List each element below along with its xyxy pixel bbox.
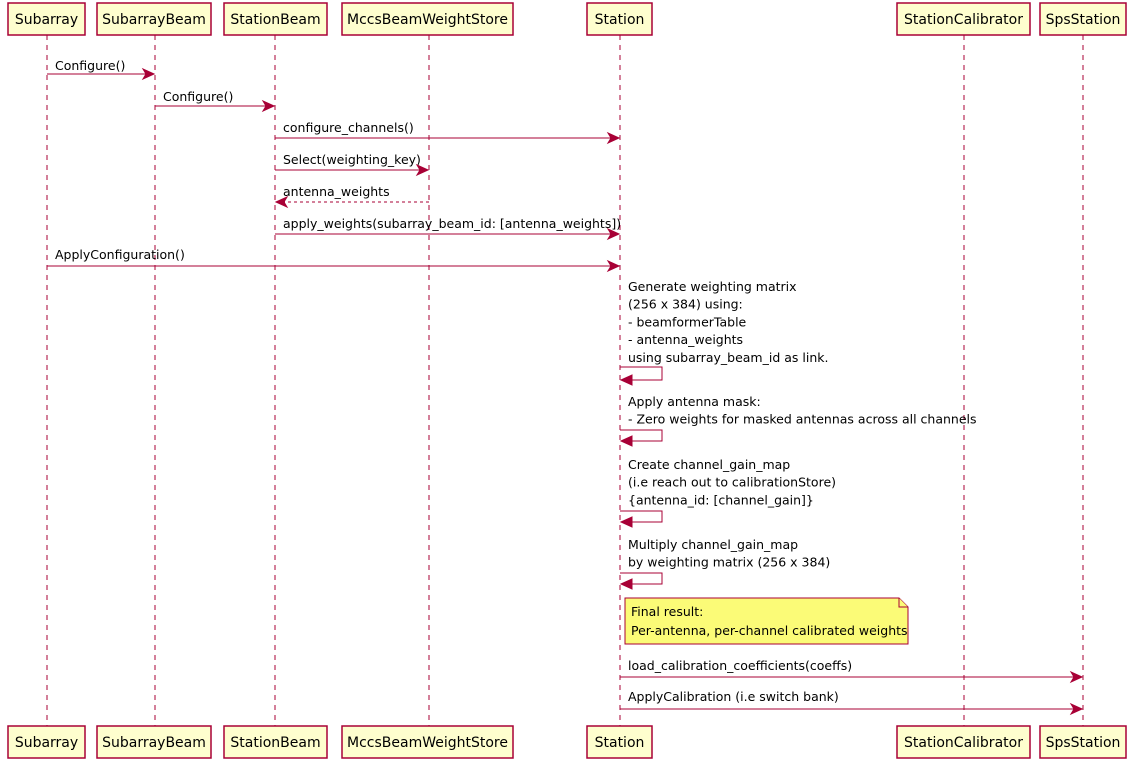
participant-spsstation-top[interactable]: SpsStation	[1039, 2, 1127, 36]
message-label: apply_weights(subarray_beam_id: [antenna…	[283, 216, 621, 231]
arrowhead	[619, 435, 633, 447]
participant-label: Subarray	[15, 735, 78, 751]
self-message-arrow	[620, 366, 663, 381]
participant-stationcalibrator-top[interactable]: StationCalibrator	[896, 2, 1031, 36]
self-message-arrow	[620, 510, 663, 523]
participant-box	[341, 2, 514, 36]
participant-mccsbeamweightstore-bottom[interactable]: MccsBeamWeightStore	[341, 725, 514, 759]
participant-box	[586, 725, 653, 759]
participant-box	[7, 2, 86, 36]
arrowhead	[606, 131, 621, 145]
participant-subarraybeam-bottom[interactable]: SubarrayBeam	[96, 725, 212, 759]
participant-label: Station	[595, 735, 645, 751]
participant-box	[223, 725, 328, 759]
participant-label: StationCalibrator	[904, 12, 1023, 28]
participant-box	[896, 725, 1031, 759]
message-label: ApplyConfiguration()	[55, 247, 185, 262]
message-label: (i.e reach out to calibrationStore)	[628, 475, 836, 490]
participant-label: Subarray	[15, 12, 78, 28]
participant-box	[1039, 725, 1127, 759]
participant-mccsbeamweightstore-top[interactable]: MccsBeamWeightStore	[341, 2, 514, 36]
participant-label: SpsStation	[1046, 12, 1121, 28]
participant-subarray-top[interactable]: Subarray	[7, 2, 86, 36]
arrowhead	[606, 227, 621, 241]
message-2: configure_channels()	[275, 120, 621, 145]
arrowhead	[141, 67, 156, 81]
message-8: Apply antenna mask: - Zero weights for m…	[619, 394, 977, 447]
participant-label: MccsBeamWeightStore	[347, 12, 508, 28]
participant-label: SubarrayBeam	[102, 735, 206, 751]
participant-box	[1039, 2, 1127, 36]
message-label: - beamformerTable	[628, 314, 747, 329]
participant-label: SpsStation	[1046, 735, 1121, 751]
message-label: ApplyCalibration (i.e switch bank)	[628, 689, 839, 704]
message-9: Create channel_gain_map (i.e reach out t…	[619, 457, 836, 528]
message-label: Configure()	[55, 58, 125, 73]
participant-label: SubarrayBeam	[102, 12, 206, 28]
arrowhead	[1069, 670, 1084, 684]
note-fold	[898, 598, 908, 608]
message-label: - antenna_weights	[628, 332, 743, 347]
arrowhead	[619, 578, 633, 590]
message-3: Select(weighting_key)	[275, 152, 430, 177]
participant-subarraybeam-top[interactable]: SubarrayBeam	[96, 2, 212, 36]
message-5: apply_weights(subarray_beam_id: [antenna…	[275, 216, 621, 241]
arrowhead	[415, 163, 430, 177]
participant-box	[7, 725, 86, 759]
note-text: Per-antenna, per-channel calibrated weig…	[631, 623, 908, 638]
message-7: Generate weighting matrix (256 x 384) usi…	[619, 279, 828, 386]
participant-box	[96, 725, 212, 759]
self-message-arrow	[620, 572, 663, 585]
arrowhead	[619, 374, 633, 386]
participant-stationcalibrator-bottom[interactable]: StationCalibrator	[896, 725, 1031, 759]
message-12: ApplyCalibration (i.e switch bank)	[620, 689, 1084, 716]
participant-label: StationBeam	[230, 12, 320, 28]
note-final-result: Final result: Per-antenna, per-channel ca…	[624, 597, 909, 645]
arrowhead	[274, 195, 289, 209]
message-label: (256 x 384) using:	[628, 297, 743, 312]
participant-label: StationCalibrator	[904, 735, 1023, 751]
message-label: Configure()	[163, 89, 233, 104]
participant-box	[96, 2, 212, 36]
participant-box	[586, 2, 653, 36]
message-label: using subarray_beam_id as link.	[628, 350, 828, 365]
participant-stationbeam-bottom[interactable]: StationBeam	[223, 725, 328, 759]
note-text: Final result:	[631, 604, 703, 619]
participant-station-bottom[interactable]: Station	[586, 725, 653, 759]
message-label: {antenna_id: [channel_gain]}	[628, 492, 814, 507]
message-4: antenna_weights	[274, 184, 429, 209]
note-box	[624, 597, 909, 645]
message-label: Multiply channel_gain_map	[628, 537, 798, 552]
arrowhead	[1069, 702, 1084, 716]
participant-station-top[interactable]: Station	[586, 2, 653, 36]
arrowhead	[261, 99, 276, 113]
participant-stationbeam-top[interactable]: StationBeam	[223, 2, 328, 36]
message-label: Generate weighting matrix	[628, 279, 797, 294]
participant-box	[223, 2, 328, 36]
message-label: load_calibration_coefficients(coeffs)	[628, 658, 852, 673]
participant-box	[341, 725, 514, 759]
participant-subarray-bottom[interactable]: Subarray	[7, 725, 86, 759]
message-1: Configure()	[155, 89, 276, 113]
participant-label: MccsBeamWeightStore	[347, 735, 508, 751]
message-label: Select(weighting_key)	[283, 152, 421, 167]
participant-box	[896, 2, 1031, 36]
message-label: Create channel_gain_map	[628, 457, 790, 472]
message-label: antenna_weights	[283, 184, 390, 199]
participant-label: Station	[595, 12, 645, 28]
arrowhead	[619, 516, 633, 528]
message-11: load_calibration_coefficients(coeffs)	[620, 658, 1084, 684]
message-6: ApplyConfiguration()	[47, 247, 621, 273]
message-0: Configure()	[47, 58, 156, 81]
message-label: configure_channels()	[283, 120, 414, 135]
message-label: Apply antenna mask:	[628, 394, 761, 409]
message-label: by weighting matrix (256 x 384)	[628, 555, 830, 570]
participant-spsstation-bottom[interactable]: SpsStation	[1039, 725, 1127, 759]
message-label: - Zero weights for masked antennas acros…	[628, 412, 977, 427]
arrowhead	[606, 259, 621, 273]
self-message-arrow	[620, 429, 663, 442]
participant-label: StationBeam	[230, 735, 320, 751]
